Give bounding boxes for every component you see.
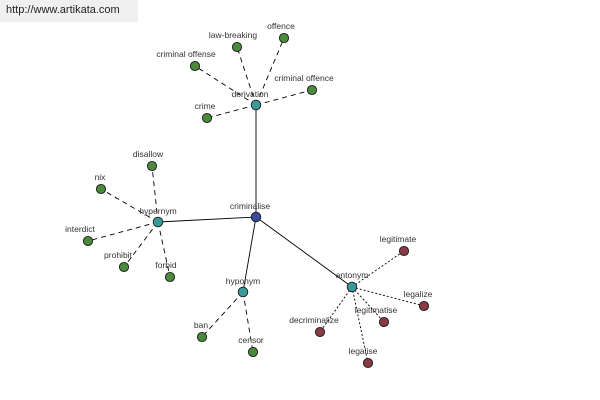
label-legalize[interactable]: legalize: [404, 289, 433, 299]
label-prohibit[interactable]: prohibit: [104, 250, 133, 260]
label-offence[interactable]: offence: [267, 21, 295, 31]
label-criminalise[interactable]: criminalise: [230, 201, 270, 211]
label-derivation[interactable]: derivation: [232, 89, 269, 99]
edge-antonym-decriminalize: [319, 286, 353, 333]
edge-derivation-law-breaking: [236, 46, 257, 106]
edge-hypernym-forbid: [157, 221, 171, 278]
label-hypernym[interactable]: hypernym: [139, 206, 176, 216]
node-forbid[interactable]: [164, 271, 176, 283]
node-legitimatise[interactable]: [378, 316, 390, 328]
edge-derivation-offence: [255, 37, 285, 106]
label-forbid[interactable]: forbid: [155, 260, 177, 270]
node-criminalise[interactable]: [250, 211, 262, 223]
node-hyponym[interactable]: [237, 286, 249, 298]
graph-labels: criminalise derivation hypernym hyponym anto…: [65, 21, 433, 356]
node-criminal-offence[interactable]: [306, 84, 318, 96]
edge-antonym-legalize: [351, 286, 425, 307]
edge-criminalise-antonym: [255, 216, 353, 288]
label-law-breaking[interactable]: law-breaking: [209, 30, 257, 40]
edge-hypernym-nix: [100, 188, 159, 223]
label-interdict[interactable]: interdict: [65, 224, 95, 234]
node-censor[interactable]: [247, 346, 259, 358]
label-crime[interactable]: crime: [195, 101, 216, 111]
node-derivation[interactable]: [250, 99, 262, 111]
label-criminal-offense[interactable]: criminal offense: [156, 49, 216, 59]
edge-hypernym-disallow: [151, 165, 159, 223]
source-url-link[interactable]: http://www.artikata.com: [6, 4, 120, 16]
edge-hypernym-prohibit: [123, 221, 159, 268]
node-criminal-offense[interactable]: [189, 60, 201, 72]
label-legalise[interactable]: legalise: [349, 346, 378, 356]
node-antonym[interactable]: [346, 281, 358, 293]
source-url-box: http://www.artikata.com: [0, 0, 138, 22]
node-hypernym[interactable]: [152, 216, 164, 228]
node-legalize[interactable]: [418, 300, 430, 312]
label-legitimatise[interactable]: legitimatise: [355, 305, 398, 315]
label-antonym[interactable]: antonym: [336, 270, 369, 280]
edge-derivation-criminal-offense: [194, 65, 257, 106]
node-prohibit[interactable]: [118, 261, 130, 273]
edge-hyponym-ban: [201, 291, 244, 338]
label-disallow[interactable]: disallow: [133, 149, 164, 159]
node-crime[interactable]: [201, 112, 213, 124]
node-law-breaking[interactable]: [231, 41, 243, 53]
label-legitimate[interactable]: legitimate: [380, 234, 417, 244]
node-disallow[interactable]: [146, 160, 158, 172]
node-interdict[interactable]: [82, 235, 94, 247]
label-decriminalize[interactable]: decriminalize: [289, 315, 339, 325]
node-legitimate[interactable]: [398, 245, 410, 257]
label-censor[interactable]: censor: [238, 335, 264, 345]
node-decriminalize[interactable]: [314, 326, 326, 338]
edge-hypernym-interdict: [87, 221, 159, 242]
label-hyponym[interactable]: hyponym: [226, 276, 261, 286]
node-legalise[interactable]: [362, 357, 374, 369]
node-offence[interactable]: [278, 32, 290, 44]
edge-criminalise-hyponym: [242, 216, 257, 293]
edge-hyponym-censor: [242, 291, 254, 353]
node-ban[interactable]: [196, 331, 208, 343]
edge-antonym-legalise: [351, 286, 369, 364]
label-ban[interactable]: ban: [194, 320, 208, 330]
node-nix[interactable]: [95, 183, 107, 195]
label-criminal-offence[interactable]: criminal offence: [274, 73, 334, 83]
label-nix[interactable]: nix: [95, 172, 107, 182]
graph-nodes: [82, 32, 430, 369]
edge-criminalise-hypernym: [157, 216, 257, 223]
edge-antonym-legitimate: [351, 250, 405, 288]
graph-edges: [87, 37, 425, 364]
edge-derivation-criminal-offence: [255, 89, 313, 106]
